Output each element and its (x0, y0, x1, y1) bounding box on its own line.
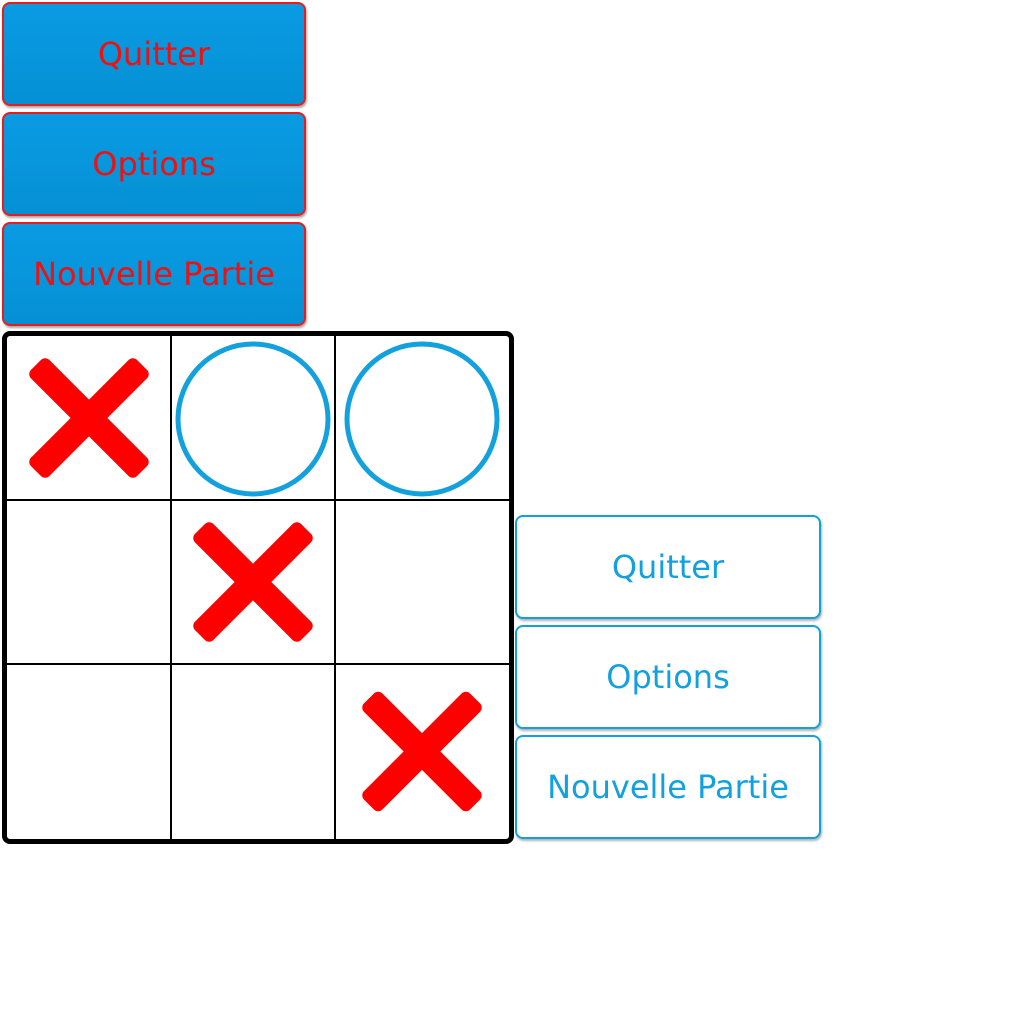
board-cell-1-1[interactable] (171, 500, 335, 664)
options-button[interactable]: Options (2, 112, 306, 216)
board-cell-0-0[interactable] (7, 336, 171, 500)
tic-tac-toe-board (2, 331, 514, 844)
board-cell-1-2[interactable] (335, 500, 509, 664)
o-mark-icon (344, 341, 500, 497)
x-mark-icon (193, 522, 313, 642)
new-game-button-secondary[interactable]: Nouvelle Partie (515, 735, 821, 839)
board-grid (7, 336, 509, 839)
o-mark-icon (175, 341, 331, 497)
board-cell-1-0[interactable] (7, 500, 171, 664)
new-game-button[interactable]: Nouvelle Partie (2, 222, 306, 326)
quit-button[interactable]: Quitter (2, 2, 306, 106)
board-cell-2-0[interactable] (7, 664, 171, 839)
board-cell-0-1[interactable] (171, 336, 335, 500)
options-button-secondary[interactable]: Options (515, 625, 821, 729)
board-cell-2-2[interactable] (335, 664, 509, 839)
x-mark-icon (29, 358, 149, 478)
quit-button-secondary[interactable]: Quitter (515, 515, 821, 619)
board-cell-2-1[interactable] (171, 664, 335, 839)
board-cell-0-2[interactable] (335, 336, 509, 500)
x-mark-icon (362, 691, 482, 812)
